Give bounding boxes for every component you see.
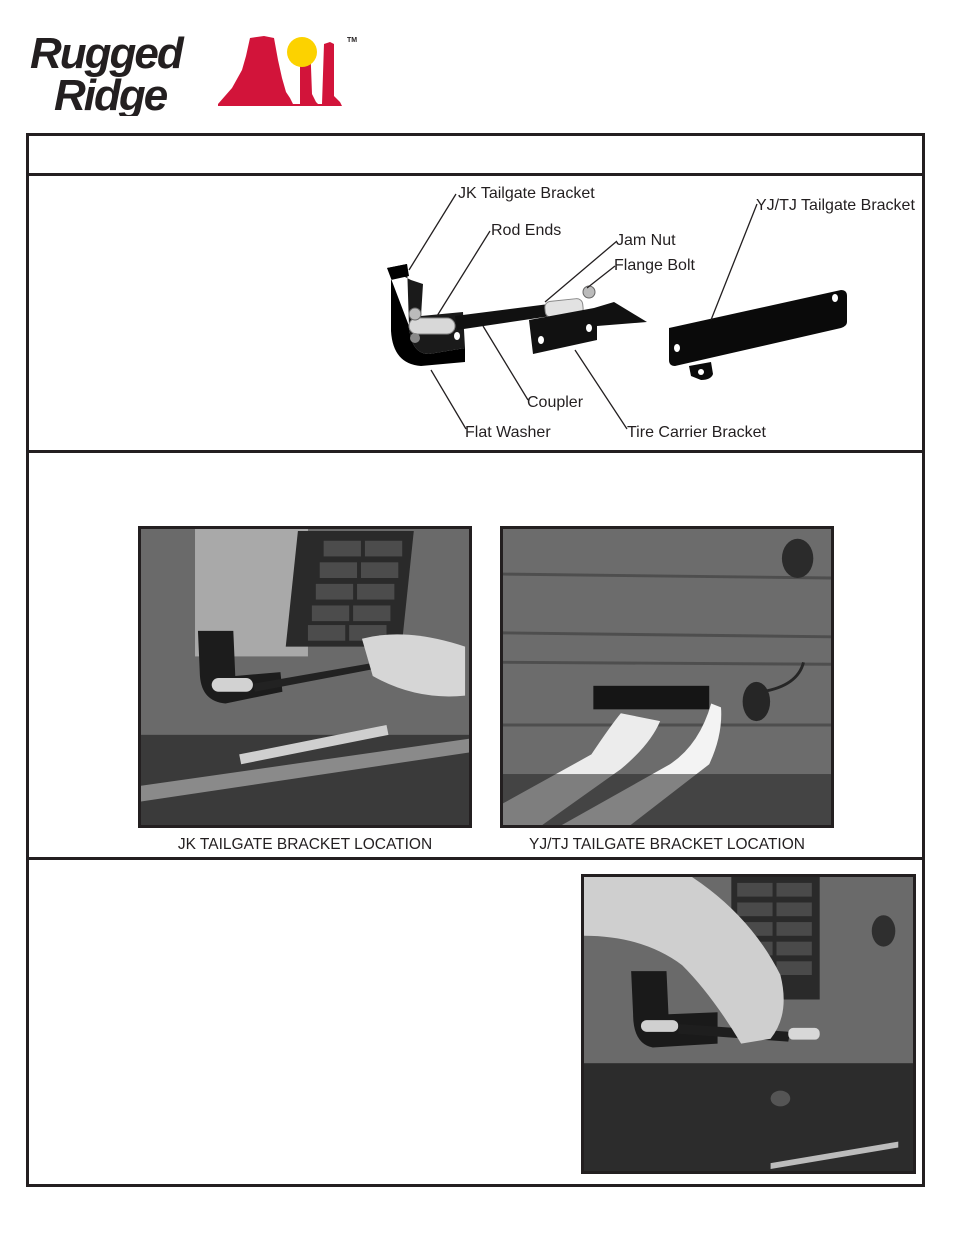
callout-yjtj-tailgate-bracket: YJ/TJ Tailgate Bracket xyxy=(756,197,915,214)
jk-location-caption: JK TAILGATE BRACKET LOCATION xyxy=(177,836,433,853)
sun-icon xyxy=(287,37,317,67)
brand-name-line1: Rugged xyxy=(30,30,185,78)
callout-coupler: Coupler xyxy=(527,394,584,411)
callout-flange-bolt: Flange Bolt xyxy=(614,257,695,274)
rugged-ridge-logo: Rugged Ridge TM xyxy=(28,30,368,116)
callout-leader-lines xyxy=(408,193,758,430)
callout-jam-nut: Jam Nut xyxy=(616,232,676,249)
installation-section xyxy=(29,860,922,1184)
callout-jk-tailgate-bracket: JK Tailgate Bracket xyxy=(458,185,595,202)
jk-tailgate-photo-illustration xyxy=(141,529,469,825)
bracket-locations-section: JK TAILGATE BRACKET LOCATION YJ/TJ TA xyxy=(29,453,922,860)
yjtj-location-caption: YJ/TJ TAILGATE BRACKET LOCATION xyxy=(529,836,805,853)
yjtj-bracket-location-photo xyxy=(500,526,834,828)
yjtj-tailgate-bracket-shape xyxy=(669,290,847,366)
header-band xyxy=(29,136,922,176)
brand-logo-graphic: Rugged Ridge TM xyxy=(30,30,357,116)
exploded-parts-illustration xyxy=(387,193,847,430)
callout-flat-washer: Flat Washer xyxy=(465,424,551,441)
coupler-install-photo-illustration xyxy=(584,877,913,1171)
instruction-frame: JK Tailgate Bracket Rod Ends Jam Nut Fla… xyxy=(26,133,925,1187)
mesa-icon xyxy=(218,36,342,106)
parts-diagram: JK Tailgate Bracket Rod Ends Jam Nut Fla… xyxy=(29,176,922,453)
callout-tire-carrier-bracket: Tire Carrier Bracket xyxy=(627,424,766,441)
yjtj-tailgate-photo-illustration xyxy=(503,529,831,825)
trademark-symbol: TM xyxy=(347,37,357,44)
coupler-shape xyxy=(455,304,551,330)
coupler-installation-photo xyxy=(581,874,916,1174)
jk-bracket-location-photo xyxy=(138,526,472,828)
brand-name-line2: Ridge xyxy=(54,71,168,116)
callout-rod-ends: Rod Ends xyxy=(491,222,562,239)
parts-section: JK Tailgate Bracket Rod Ends Jam Nut Fla… xyxy=(29,176,922,453)
